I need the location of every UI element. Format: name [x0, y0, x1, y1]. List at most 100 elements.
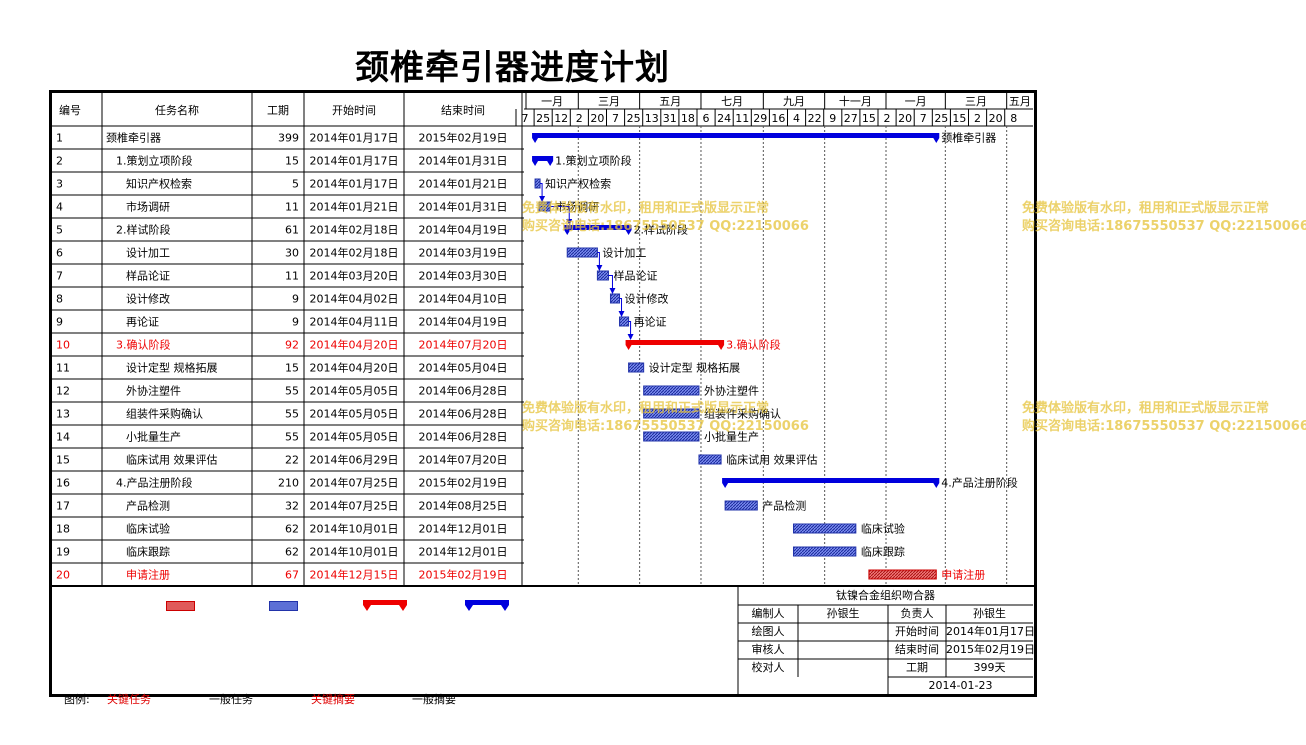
task-bar-12	[643, 408, 700, 419]
task-start-19: 2014年12月15日	[310, 568, 399, 582]
bar-label-14: 临床试用 效果评估	[726, 453, 818, 467]
task-end-9: 2014年07月20日	[419, 338, 508, 352]
task-start-7: 2014年04月02日	[310, 292, 399, 306]
day-label-1: 25	[536, 112, 550, 125]
task-duration-13: 55	[285, 431, 299, 444]
day-label-9: 18	[681, 112, 695, 125]
task-name-6: 样品论证	[126, 269, 170, 283]
day-label-3: 2	[576, 112, 583, 125]
task-bar-5	[566, 247, 598, 258]
legend-critical-task-label: 关键任务	[107, 693, 151, 706]
task-name-0: 颈椎牵引器	[106, 131, 161, 145]
task-end-0: 2015年02月19日	[419, 131, 508, 145]
task-bar-18	[792, 546, 857, 557]
month-label-3: 七月	[721, 95, 743, 108]
task-bar-8	[619, 316, 630, 327]
task-duration-11: 55	[285, 385, 299, 398]
summary-bar-15	[722, 478, 940, 488]
task-start-18: 2014年10月01日	[310, 545, 399, 559]
titleblock-v2-1: 2014年01月17日	[946, 625, 1035, 638]
bar-label-9: 3.确认阶段	[726, 338, 781, 352]
task-start-2: 2014年01月17日	[310, 177, 399, 191]
task-start-14: 2014年06月29日	[310, 453, 399, 467]
titleblock-k1-3: 校对人	[751, 661, 785, 674]
table-header-1: 任务名称	[155, 103, 199, 117]
task-bar-11	[643, 385, 700, 396]
bar-label-16: 产品检测	[762, 499, 806, 513]
task-name-16: 产品检测	[126, 499, 170, 513]
task-duration-15: 210	[278, 477, 299, 490]
watermark-line1: 免费体验版有水印，租用和正式版显示正常	[1022, 201, 1270, 216]
task-duration-8: 9	[292, 316, 299, 329]
day-label-12: 11	[735, 112, 749, 125]
titleblock-k2-0: 负责人	[900, 607, 934, 620]
task-name-10: 设计定型 规格拓展	[126, 361, 218, 375]
watermark-line2: 购买咨询电话:18675550537 QQ:22150066	[522, 219, 809, 234]
day-label-20: 2	[884, 112, 891, 125]
watermark-line1: 免费体验版有水印，租用和正式版显示正常	[1022, 401, 1270, 416]
task-bar-3	[538, 201, 551, 212]
month-label-2: 五月	[659, 95, 681, 108]
month-label-6: 一月	[905, 95, 927, 108]
titleblock-k1-0: 编制人	[751, 607, 785, 620]
task-bar-7	[609, 293, 621, 304]
task-start-16: 2014年07月25日	[310, 499, 399, 513]
day-label-23: 25	[934, 112, 948, 125]
day-label-27: 8	[1010, 112, 1017, 125]
task-start-12: 2014年05月05日	[310, 407, 399, 421]
task-id-2: 3	[56, 178, 63, 191]
task-id-17: 18	[56, 523, 70, 536]
table-header-2: 工期	[267, 104, 289, 117]
month-label-5: 十一月	[839, 94, 872, 108]
task-bar-6	[596, 270, 609, 281]
task-id-10: 11	[56, 362, 70, 375]
watermark-line1: 免费体验版有水印，租用和正式版显示正常	[522, 201, 770, 216]
bar-label-13: 小批量生产	[704, 430, 759, 444]
task-name-9: 3.确认阶段	[116, 338, 171, 352]
legend-normal-summary-swatch	[465, 600, 509, 611]
task-name-15: 4.产品注册阶段	[116, 476, 193, 490]
day-label-22: 7	[920, 112, 927, 125]
task-name-19: 申请注册	[126, 568, 170, 582]
dependency-arrow-2	[596, 252, 603, 271]
task-start-0: 2014年01月17日	[310, 131, 399, 145]
task-id-4: 5	[56, 224, 63, 237]
task-id-15: 16	[56, 477, 70, 490]
table-header-3: 开始时间	[332, 103, 376, 117]
task-duration-3: 11	[285, 201, 299, 214]
month-label-0: 一月	[541, 95, 563, 108]
day-label-21: 20	[898, 112, 912, 125]
day-label-26: 20	[989, 112, 1003, 125]
task-duration-16: 32	[285, 500, 299, 513]
task-id-19: 20	[56, 569, 70, 582]
task-end-2: 2014年01月21日	[419, 177, 508, 191]
task-end-8: 2014年04月19日	[419, 315, 508, 329]
titleblock-k2-1: 开始时间	[895, 625, 939, 638]
task-duration-14: 22	[285, 454, 299, 467]
task-id-6: 7	[56, 270, 63, 283]
day-label-14: 16	[771, 112, 785, 125]
task-name-17: 临床试验	[126, 522, 170, 536]
task-start-10: 2014年04月20日	[310, 361, 399, 375]
month-label-4: 九月	[783, 95, 805, 108]
task-name-1: 1.策划立项阶段	[116, 154, 193, 168]
bar-label-18: 临床跟踪	[861, 545, 905, 559]
bar-label-7: 设计修改	[625, 292, 669, 306]
task-end-14: 2014年07月20日	[419, 453, 508, 467]
task-duration-5: 30	[285, 247, 299, 260]
task-bar-2	[534, 178, 541, 189]
table-header-0: 编号	[59, 103, 81, 117]
task-end-12: 2014年06月28日	[419, 407, 508, 421]
task-start-15: 2014年07月25日	[310, 476, 399, 490]
day-label-4: 20	[590, 112, 604, 125]
task-duration-6: 11	[285, 270, 299, 283]
task-end-16: 2014年08月25日	[419, 499, 508, 513]
task-duration-7: 9	[292, 293, 299, 306]
task-end-5: 2014年03月19日	[419, 246, 508, 260]
task-start-8: 2014年04月11日	[310, 315, 399, 329]
dependency-arrow-0	[539, 183, 546, 202]
task-end-4: 2014年04月19日	[419, 223, 508, 237]
titleblock-date: 2014-01-23	[928, 679, 993, 692]
legend-normal-summary-label: 一般摘要	[412, 693, 456, 706]
